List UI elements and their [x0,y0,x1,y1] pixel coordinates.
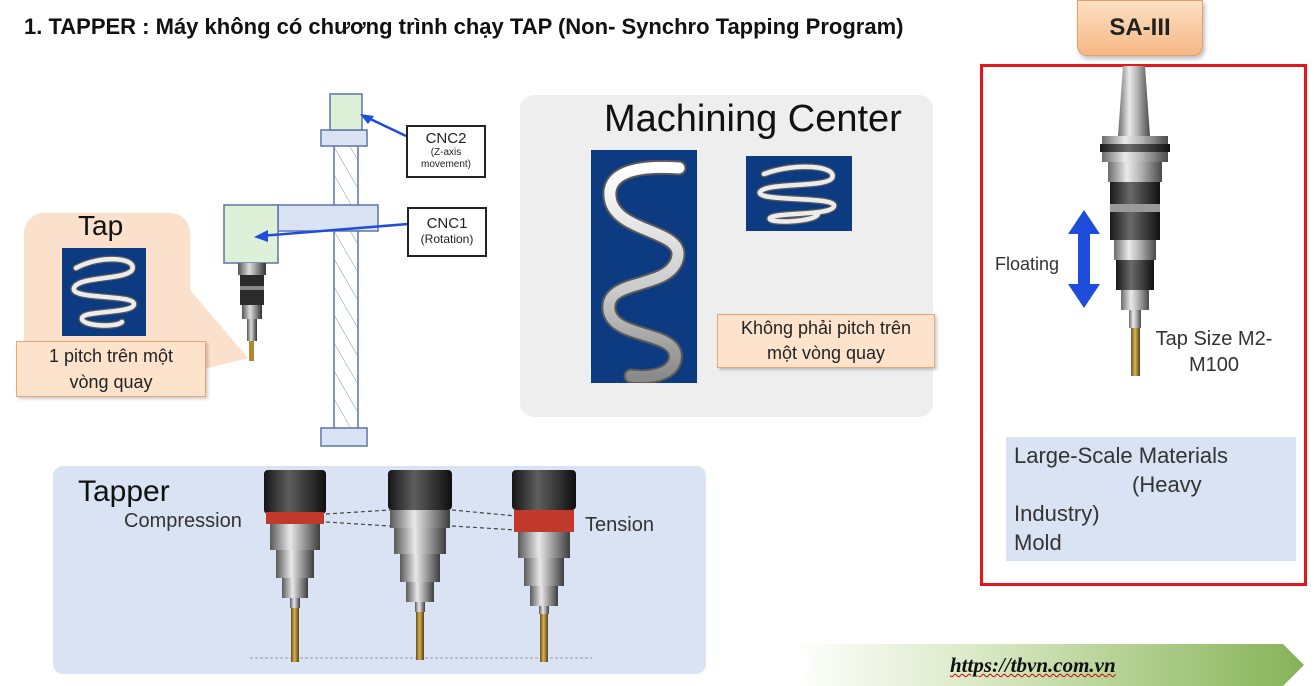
compression-label: Compression [124,510,242,532]
tension-label: Tension [585,514,654,536]
tap-size-line: M100 [1188,354,1240,376]
url-banner [793,644,1304,686]
tension-tool-icon [512,470,576,662]
tap-label: Tap [78,210,124,241]
compression-tool-icon [264,470,326,662]
sa-tool-holder-icon [1100,66,1170,376]
tap-size-line: Tap Size M2- [1155,328,1273,350]
floating-label: Floating [995,254,1060,274]
note-line: một vòng quay [766,343,886,363]
tapper-tools-illustration [250,470,592,662]
cnc1-sub-label: (Rotation) [420,232,474,246]
cnc2-label: CNC2 [425,130,467,147]
tapper-panel [53,466,706,674]
website-link[interactable]: https://tbvn.com.vn [950,653,1116,677]
pitch-note: 1 pitch trên một vòng quay [16,341,206,397]
materials-line: Industry) [1014,501,1100,526]
spiral-thread-icon [591,150,697,383]
cnc2-label-box: CNC2 (Z-axis movement) [406,125,486,178]
cnc2-sub-label: movement) [420,159,471,170]
materials-box: Large-Scale Materials (Heavy Industry) M… [1006,437,1296,561]
tapper-title: Tapper [78,475,170,508]
note-line: 1 pitch trên một [48,346,174,366]
double-arrow-icon [1068,210,1100,308]
materials-line: (Heavy [1132,472,1202,497]
tap-thread-icon [62,248,146,336]
cnc-machine-diagram [223,93,409,447]
machining-center-note: Không phải pitch trên một vòng quay [717,314,935,368]
page-title: 1. TAPPER : Máy không có chương trình ch… [24,14,904,39]
cnc1-label: CNC1 [426,215,468,232]
sa-iii-badge: SA-III [1077,0,1203,56]
tap-size-label: Tap Size M2- M100 [1148,326,1280,378]
cnc2-sub-label: (Z-axis [430,147,462,158]
materials-line: Large-Scale Materials [1014,443,1228,468]
machining-center-panel [520,95,933,417]
materials-line: Mold [1014,530,1062,555]
cnc1-label-box: CNC1 (Rotation) [407,207,487,257]
sa-iii-frame [980,64,1307,586]
machining-center-title: Machining Center [604,98,902,140]
note-line: vòng quay [69,372,153,392]
note-line: Không phải pitch trên [740,318,912,338]
tap-thread-icon [746,156,852,231]
neutral-tool-icon [388,470,452,660]
